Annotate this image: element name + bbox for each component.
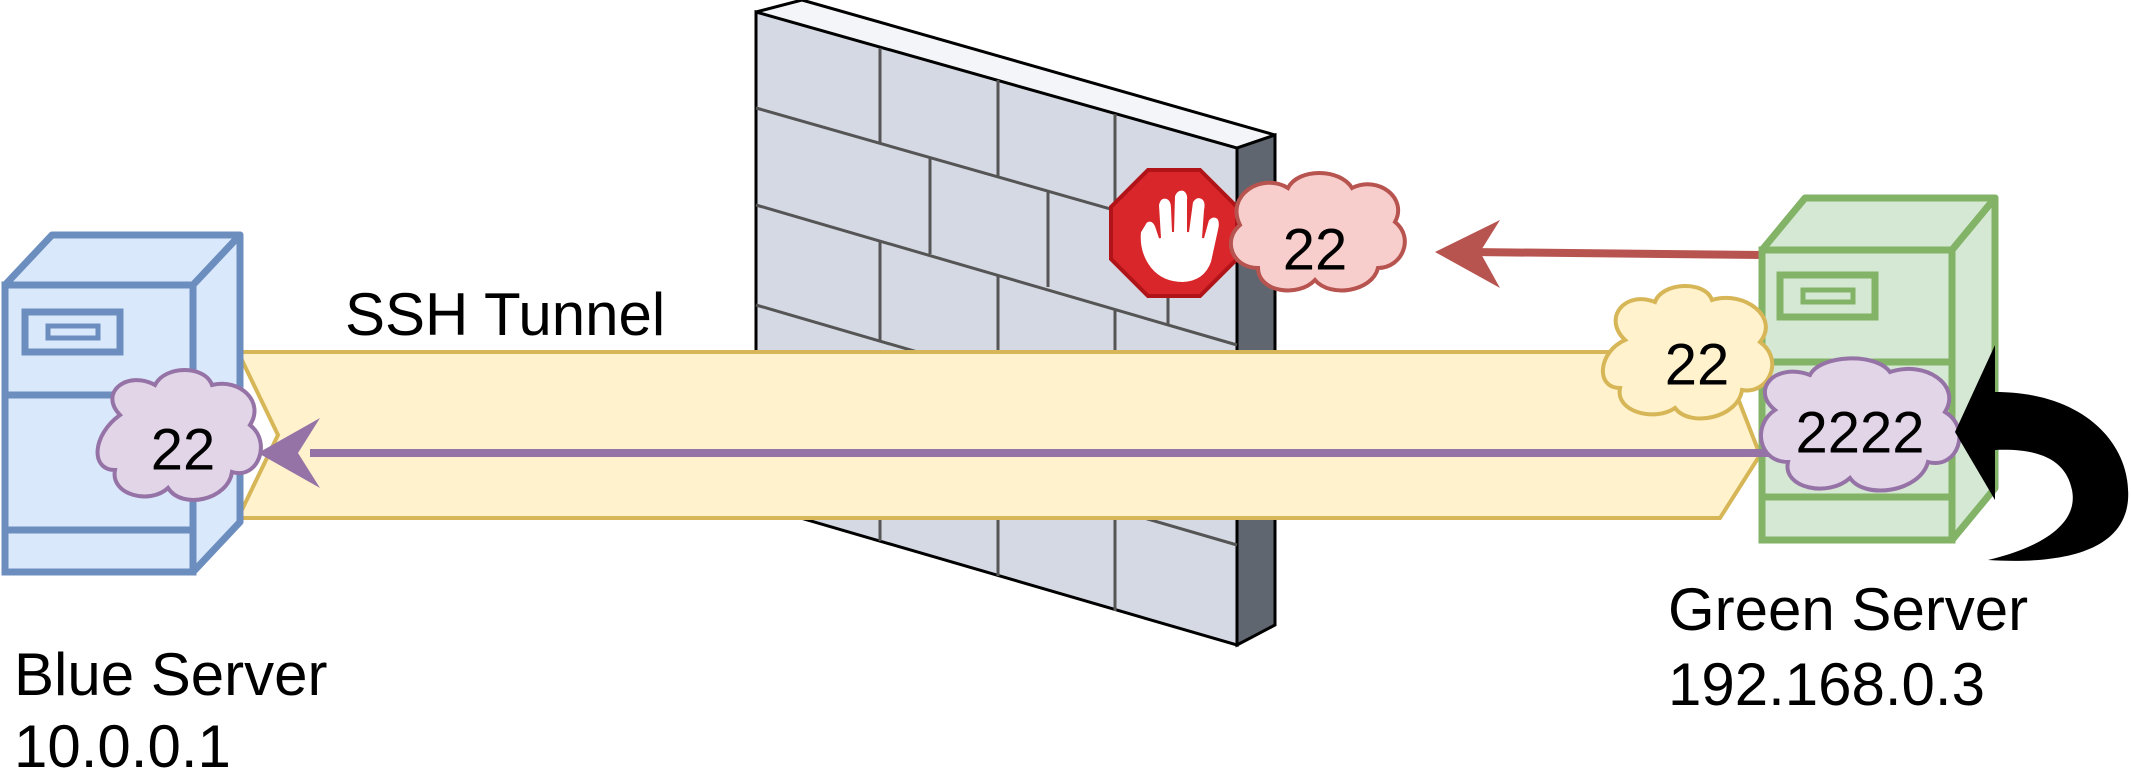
- blue-server-port-label: 22: [151, 418, 216, 483]
- green-server-name: Green Server: [1668, 576, 2028, 643]
- loopback-arrow-icon: [1955, 345, 2128, 561]
- blue-server-name: Blue Server: [14, 641, 327, 708]
- ssh-tunnel-label: SSH Tunnel: [345, 281, 665, 348]
- blocked-port-label: 22: [1283, 218, 1348, 283]
- blocked-connection-arrow: [1435, 220, 1762, 288]
- green-server-ip: 192.168.0.3: [1668, 651, 1985, 718]
- forward-port-label: 2222: [1795, 401, 1924, 466]
- firewall: [756, 0, 1275, 645]
- stop-hand-icon: [1111, 170, 1237, 296]
- tunnel-endpoint-port-cloud: 22: [1603, 286, 1772, 419]
- tunnel-endpoint-port-label: 22: [1665, 333, 1730, 398]
- blue-server-ip: 10.0.0.1: [14, 713, 231, 779]
- ssh-tunnel: [238, 352, 1760, 518]
- blocked-port-cloud: 22: [1231, 173, 1405, 290]
